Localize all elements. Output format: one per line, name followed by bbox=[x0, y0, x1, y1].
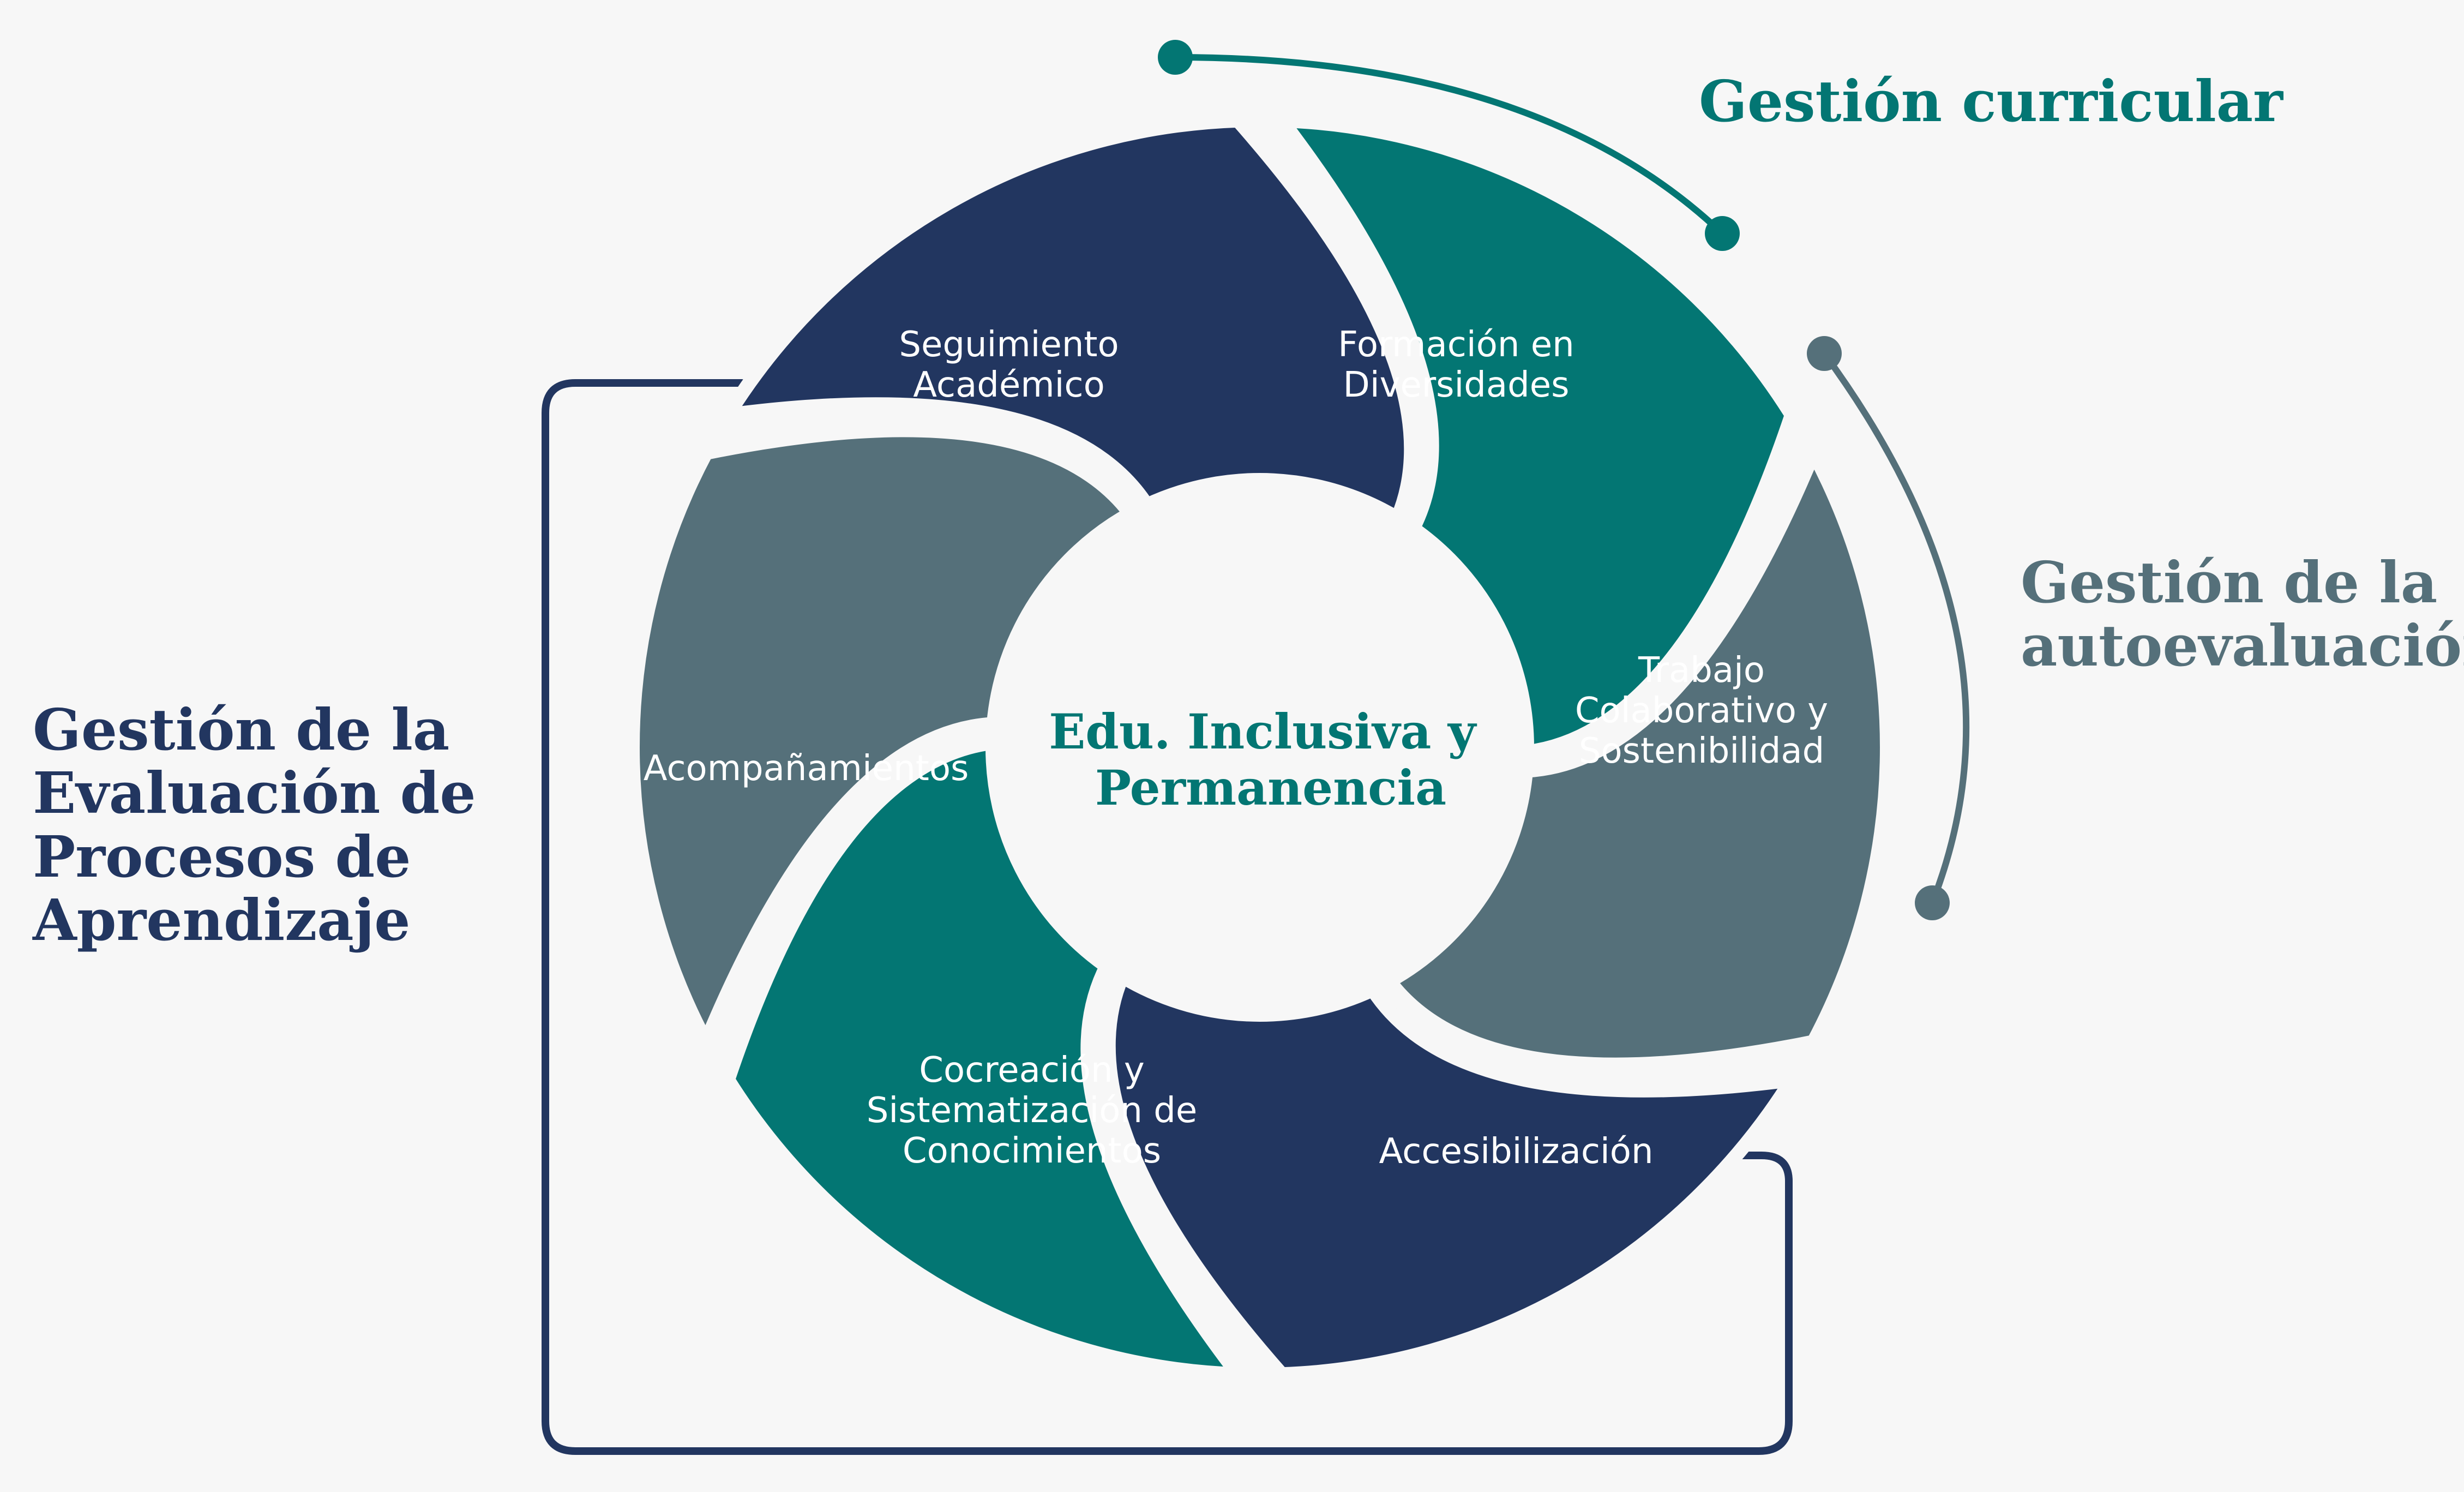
gestion-curricular-label: Gestión curricular bbox=[1699, 68, 2283, 135]
segment-label-line: Trabajo bbox=[1638, 650, 1765, 691]
curricular-arc-start-dot bbox=[1158, 40, 1193, 75]
center-title: Edu. Inclusiva y Permanencia bbox=[1049, 703, 1493, 816]
segment-label-line: Formación en bbox=[1338, 325, 1574, 365]
center-title-line-1: Edu. Inclusiva y bbox=[1049, 703, 1477, 760]
autoevaluacion-arc-end-dot bbox=[1915, 885, 1950, 920]
segment-acompanamientos bbox=[626, 423, 1138, 1049]
center-disc bbox=[987, 475, 1533, 1020]
autoevaluacion-arc bbox=[1822, 351, 1970, 904]
segment-formacion bbox=[1275, 113, 1799, 759]
center-title-line-2: Permanencia bbox=[1095, 759, 1446, 816]
curricular-arc bbox=[1175, 54, 1725, 236]
evaluation-bracket bbox=[542, 379, 1793, 1455]
segment-label-accesibilizacion: Accesibilización bbox=[1379, 1131, 1654, 1172]
segment-label-line: Acompañamientos bbox=[644, 748, 969, 789]
segment-label-line: Académico bbox=[913, 365, 1105, 405]
segment-label-line: Seguimiento bbox=[899, 325, 1119, 365]
segment-label-acompanamientos: Acompañamientos bbox=[644, 748, 969, 789]
gestion-autoevaluacion-label: Gestión de la autoevaluación bbox=[2021, 549, 2464, 680]
autoevaluacion-arc-start-dot bbox=[1807, 336, 1842, 371]
segment-label-line: Sostenibilidad bbox=[1579, 731, 1824, 771]
segment-trabajo bbox=[1382, 446, 1894, 1072]
curricular-arc-end-dot bbox=[1705, 216, 1740, 251]
segment-label-line: Accesibilización bbox=[1379, 1131, 1654, 1172]
segment-label-line: Diversidades bbox=[1343, 365, 1570, 405]
segment-label-line: Cocreación y bbox=[919, 1050, 1144, 1090]
segment-label-line: Sistematización de bbox=[867, 1090, 1198, 1131]
segment-accesibilizacion bbox=[1101, 969, 1799, 1382]
gestion-evaluacion-label: Gestión de la Evaluación de Procesos de … bbox=[33, 696, 476, 954]
segment-cocreacion bbox=[720, 735, 1245, 1382]
segment-label-line: Colaborativo y bbox=[1575, 691, 1828, 731]
segment-label-line: Conocimientos bbox=[903, 1131, 1161, 1171]
segment-seguimiento bbox=[720, 113, 1419, 525]
